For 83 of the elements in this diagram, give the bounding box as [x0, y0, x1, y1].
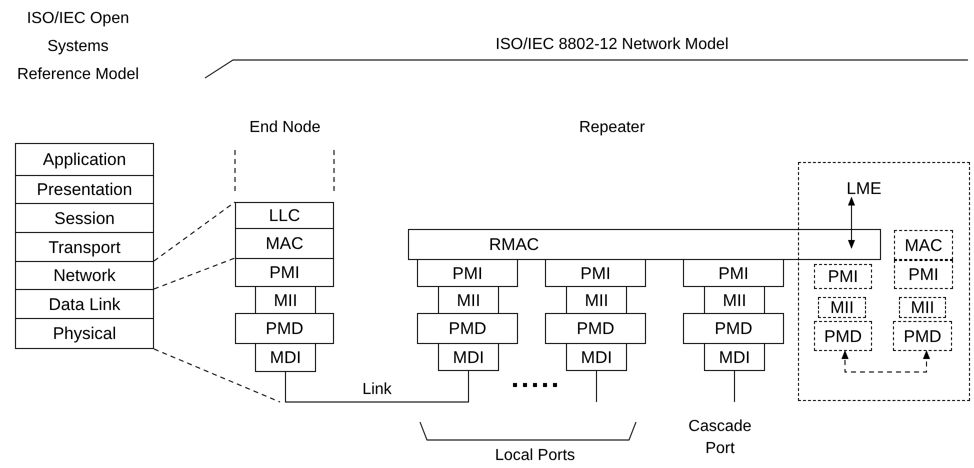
layer-box — [545, 259, 646, 287]
layer-label: Data Link — [48, 296, 120, 312]
layer-box — [417, 259, 518, 287]
layer-label: Application — [42, 151, 126, 168]
layer-label: PMD — [576, 320, 614, 337]
layer-label: PMD — [448, 320, 486, 337]
layer-box — [566, 286, 627, 314]
layer-label: Session — [54, 210, 115, 226]
layer-label: MII — [830, 299, 854, 316]
dashed-box — [899, 297, 946, 318]
connector-line — [285, 370, 469, 402]
layer-label: PMD — [266, 320, 304, 337]
dashed-box — [894, 230, 953, 260]
layer-box — [438, 343, 499, 371]
dashed-box — [818, 297, 866, 318]
dashed-box — [893, 321, 952, 351]
connector-line — [154, 348, 280, 402]
layer-label: PMI — [828, 268, 858, 285]
layer-box — [438, 286, 499, 314]
caption-label: Local Ports — [494, 446, 576, 466]
layer-box — [15, 232, 154, 262]
layer-box — [15, 175, 154, 204]
connector-line — [734, 370, 735, 402]
layer-label: MII — [910, 299, 934, 316]
edge-label: Link — [361, 380, 393, 400]
dashed-box — [814, 264, 872, 289]
layer-label: PMI — [908, 266, 939, 283]
layer-label: MII — [274, 292, 298, 308]
layer-box — [704, 286, 765, 314]
diagram-label: ISO/IEC Open Systems Reference Model — [16, 9, 140, 85]
layer-box — [704, 343, 765, 371]
connector-line — [154, 258, 236, 290]
layer-box — [408, 229, 881, 260]
layer-box — [235, 202, 334, 229]
layer-label: PMD — [904, 328, 942, 344]
layer-label: MII — [722, 292, 746, 308]
layer-box — [545, 313, 646, 344]
column-heading: Repeater — [578, 118, 646, 138]
layer-label: MDI — [580, 348, 612, 366]
double-arrow — [848, 196, 856, 249]
layer-box — [255, 343, 316, 372]
layer-box — [15, 318, 154, 349]
layer-box — [235, 228, 334, 259]
layer-label: PMD — [714, 320, 752, 337]
dashed-box — [894, 260, 953, 289]
diagram-label: ISO/IEC 8802-12 Network Model — [494, 35, 730, 55]
layer-box — [255, 286, 316, 314]
dashed-box — [798, 162, 970, 401]
dashed-box — [814, 321, 872, 351]
layer-box — [15, 261, 154, 290]
box-heading: LME — [846, 180, 882, 196]
layer-label: MDI — [718, 348, 750, 366]
layer-box — [15, 289, 154, 319]
layer-label: Physical — [52, 325, 116, 342]
layer-label: PMI — [718, 264, 749, 282]
caption-label: Cascade Port — [687, 417, 753, 459]
layer-label: PMI — [580, 264, 611, 282]
layer-box — [566, 343, 627, 371]
layer-label: LLC — [268, 207, 300, 224]
layer-box — [15, 203, 154, 233]
layer-label: RMAC — [489, 236, 540, 253]
layer-label: PMI — [452, 264, 483, 282]
layer-box — [683, 313, 784, 344]
connector-line — [154, 202, 236, 262]
layer-label: MDI — [452, 348, 484, 366]
layer-label: Presentation — [36, 181, 132, 198]
layer-label: PMI — [269, 264, 300, 281]
layer-box — [417, 313, 518, 344]
layer-label: Transport — [48, 238, 121, 256]
layer-box — [683, 259, 784, 287]
layer-label: MAC — [266, 235, 304, 252]
layer-box — [15, 143, 154, 176]
column-heading: End Node — [248, 118, 322, 138]
layer-label: MAC — [904, 236, 942, 254]
layer-box — [235, 313, 334, 344]
layer-label: Network — [53, 267, 116, 284]
layer-label: MDI — [270, 349, 302, 366]
layer-label: PMD — [824, 328, 862, 344]
connector-line — [596, 370, 597, 402]
layer-label: MII — [584, 292, 608, 308]
layer-label: MII — [456, 292, 480, 308]
layer-box — [235, 258, 334, 287]
double-arrow — [841, 350, 930, 372]
